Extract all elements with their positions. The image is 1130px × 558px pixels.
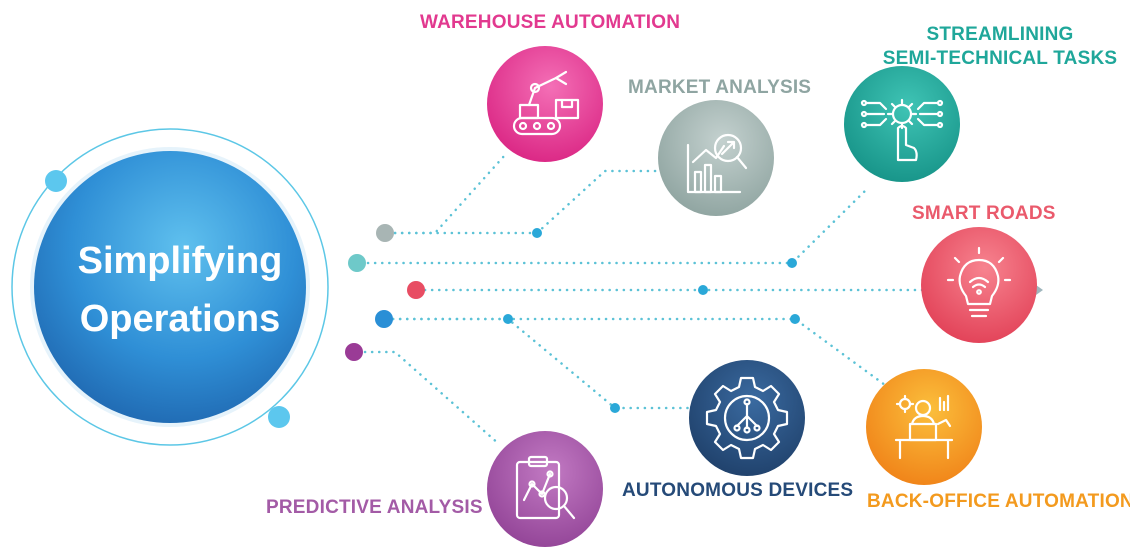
desk-person-laptop-icon [894,394,954,460]
label-smart-roads: SMART ROADS [912,203,1056,224]
start-dot-blue [375,310,393,328]
node-autonomous-devices [689,360,805,476]
hub-accent-dot-bottom [268,406,290,428]
connector-market [393,169,659,235]
connector-warehouse [393,153,507,235]
clipboard-graph-magnifier-icon [515,455,576,520]
hub-accent-dot-top [45,170,67,192]
arrow-tip-icon [1036,285,1043,295]
node-market-analysis [658,100,774,216]
node-smart-roads [921,227,1037,343]
hub-node [11,128,329,446]
hub-title-line1: Simplifying [77,240,283,282]
start-dot-grey [376,224,394,242]
start-dot-red [407,281,425,299]
bar-chart-magnifier-icon [686,133,748,194]
node-back-office-automation [866,369,982,485]
label-streamlining-line2: SEMI-TECHNICAL TASKS [882,48,1118,69]
gear-hand-circuit-icon [860,98,944,162]
gear-network-icon [705,376,789,460]
label-streamlining: STREAMLINING SEMI-TECHNICAL TASKS [880,23,1120,71]
node-predictive-analysis [487,431,603,547]
node-streamlining [844,66,960,182]
hub-title-line2: Operations [79,298,281,340]
start-dot-purple [345,343,363,361]
robot-arm-conveyor-icon [512,70,580,136]
label-back-office-automation: BACK-OFFICE AUTOMATION [867,491,1130,512]
node-warehouse-automation [487,46,603,162]
connector-predictive [363,350,502,447]
label-predictive-analysis: PREDICTIVE ANALYSIS [266,497,483,518]
label-warehouse-automation: WAREHOUSE AUTOMATION [420,12,681,33]
connectors [363,153,937,447]
lightbulb-wifi-icon [946,246,1012,318]
label-streamlining-line1: STREAMLINING [926,24,1074,45]
connector-autonomous [391,317,692,410]
connector-back-office [391,317,887,387]
hub-title: Simplifying Operations [30,232,330,348]
label-market-analysis: MARKET ANALYSIS [628,77,812,98]
connector-streamlining [366,186,870,265]
connector-end-dots [503,228,800,413]
label-autonomous-devices: AUTONOMOUS DEVICES [622,480,854,501]
start-dot-teal [348,254,366,272]
